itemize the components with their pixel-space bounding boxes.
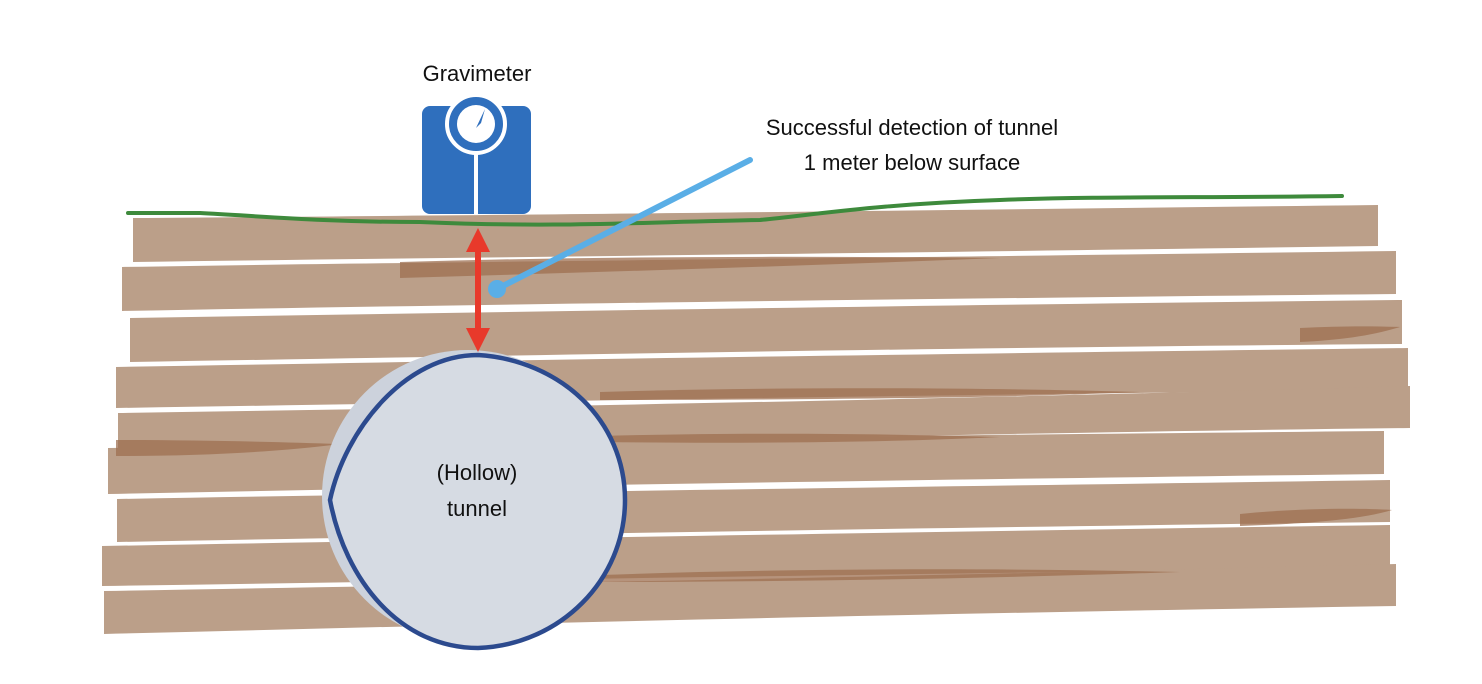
tunnel-body	[327, 352, 628, 651]
gravimeter-label: Gravimeter	[423, 61, 532, 86]
tunnel-label-line1: (Hollow)	[437, 460, 518, 485]
arrow-head-down	[466, 328, 490, 352]
hollow-tunnel	[322, 350, 628, 651]
scale-gauge-icon	[422, 93, 531, 214]
callout-line	[494, 157, 753, 292]
soil-layer	[133, 205, 1378, 262]
detection-label-line1: Successful detection of tunnel	[766, 115, 1058, 140]
soil-streak	[1300, 326, 1400, 342]
callout-dot	[488, 280, 506, 298]
soil-layer	[130, 300, 1402, 362]
soil-streak	[600, 569, 1180, 582]
depth-measure-arrow	[466, 228, 490, 352]
soil-streak	[1240, 508, 1392, 526]
arrow-head-up	[466, 228, 490, 252]
soil-streaks	[116, 256, 1400, 582]
gravimeter-dial-face	[457, 105, 495, 143]
tunnel-label-line2: tunnel	[447, 496, 507, 521]
soil-streak	[600, 433, 1000, 443]
ground-surface-line	[126, 194, 1344, 227]
soil-layers	[102, 205, 1410, 634]
detection-label-line2: 1 meter below surface	[804, 150, 1020, 175]
gravimeter-needle	[476, 109, 485, 128]
soil-streak	[600, 388, 1140, 400]
soil-streak	[116, 440, 340, 456]
